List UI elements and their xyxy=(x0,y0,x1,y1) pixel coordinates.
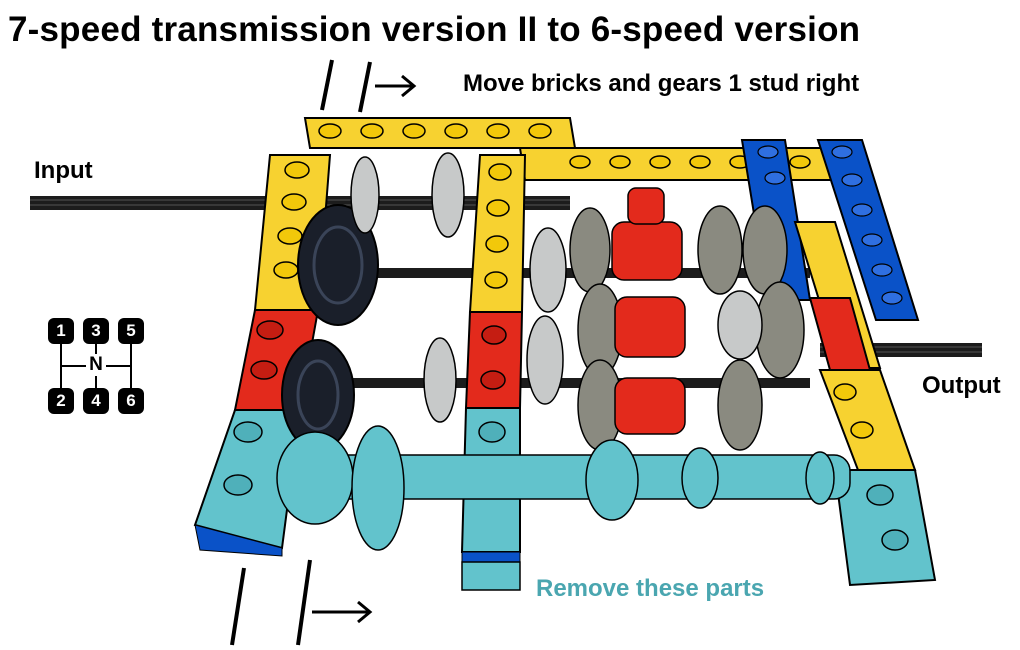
blue-beam-right xyxy=(816,139,920,321)
rear-yellow-beam xyxy=(518,147,847,181)
cut-marks-top xyxy=(320,59,372,113)
middle-axle xyxy=(330,268,810,278)
move-instruction-label: Move bricks and gears 1 stud right xyxy=(463,70,860,97)
page-title: 7-speed transmission version II to 6-spe… xyxy=(8,10,861,49)
output-label: Output xyxy=(922,372,1001,399)
neutral-label: N xyxy=(86,354,106,376)
teal-removal-parts xyxy=(276,425,851,551)
gear-5-knob: 5 xyxy=(118,318,144,344)
arrow-right-top-icon xyxy=(375,74,417,98)
gear-6-knob: 6 xyxy=(118,388,144,414)
cut-marks-bottom xyxy=(230,559,312,646)
gear-3-knob: 3 xyxy=(83,318,109,344)
right-frame xyxy=(793,221,937,587)
light-gray-gears xyxy=(526,227,763,405)
gray-gear-small xyxy=(350,152,465,423)
lower-axle xyxy=(330,378,810,388)
remove-parts-label: Remove these parts xyxy=(536,575,765,602)
arrow-right-bottom-icon xyxy=(312,600,373,624)
input-label: Input xyxy=(34,157,93,184)
dark-gray-gears xyxy=(569,205,805,451)
top-yellow-beam xyxy=(303,117,577,149)
gear-1-knob: 1 xyxy=(48,318,74,344)
gear-4-knob: 4 xyxy=(83,388,109,414)
shift-pattern-diagram: 1 3 5 2 4 6 N xyxy=(48,318,148,418)
black-gear-top xyxy=(297,204,379,326)
gear-2-knob: 2 xyxy=(48,388,74,414)
middle-frame-column xyxy=(460,154,527,591)
red-clutches xyxy=(611,187,686,435)
